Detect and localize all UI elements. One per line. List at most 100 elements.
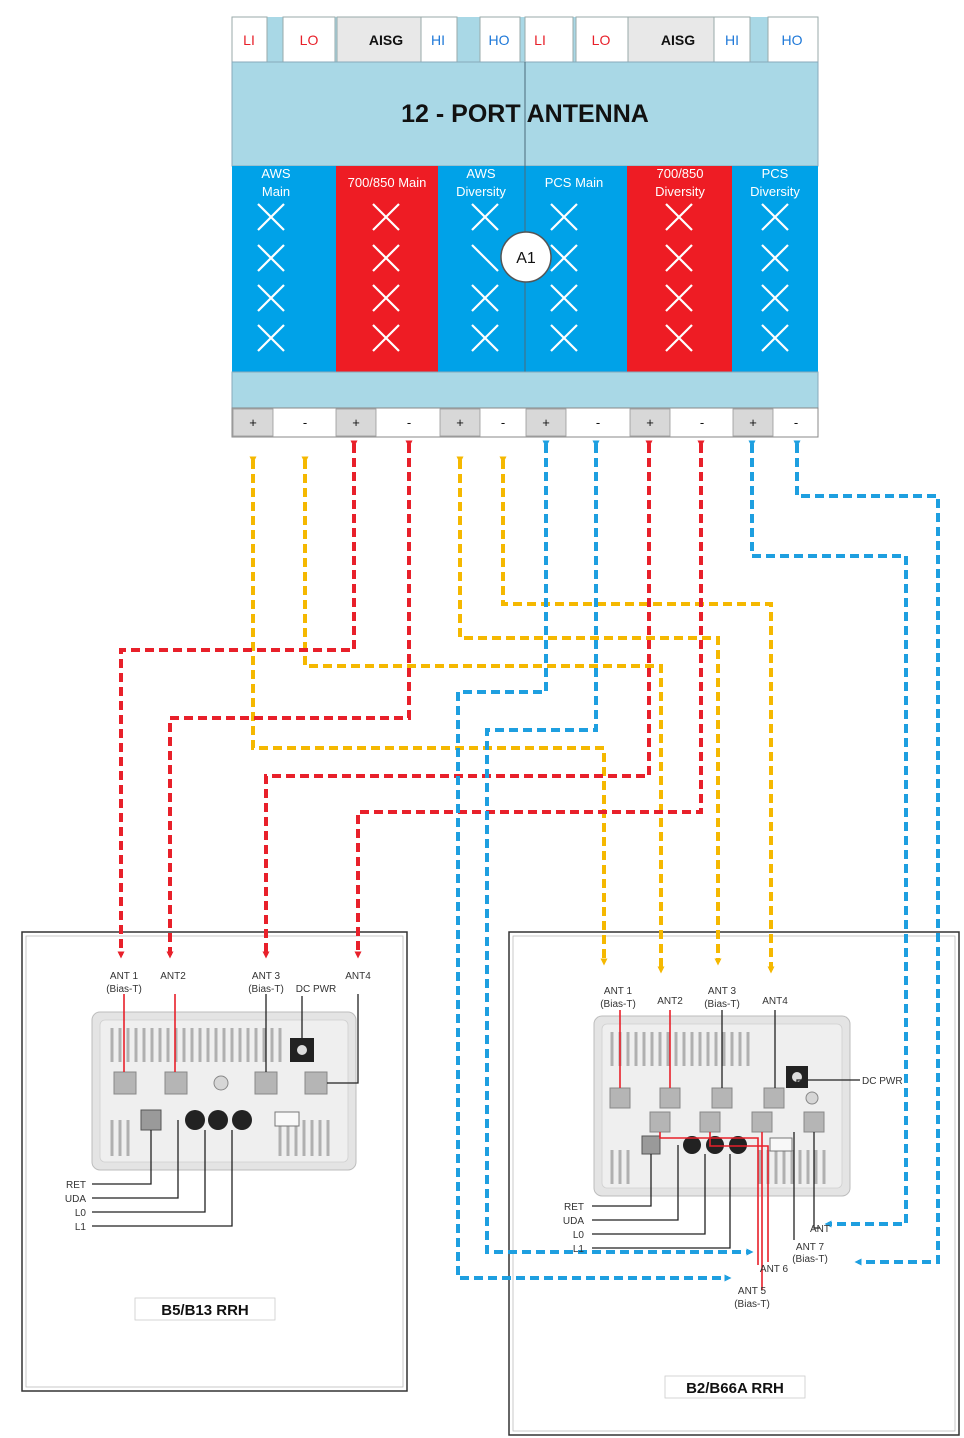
ant2-port[interactable]: [164, 1071, 188, 1095]
l1-label: L1: [75, 1222, 87, 1233]
terminal-label: +: [249, 415, 257, 430]
port-label: AISG: [661, 32, 695, 48]
l0-label: L0: [75, 1208, 87, 1219]
band-label: 700/850: [657, 166, 704, 181]
band-label: Diversity: [456, 184, 506, 199]
terminal-label: -: [794, 415, 798, 430]
ant4-port[interactable]: [304, 1071, 328, 1095]
band-700-850-main: [336, 166, 438, 372]
terminal-box: [525, 408, 567, 437]
port-label: HI: [725, 32, 739, 48]
ret-port[interactable]: [140, 1109, 162, 1131]
port-label: LI: [243, 32, 255, 48]
port-label: LO: [300, 32, 319, 48]
port-box: [767, 16, 819, 63]
port-box: [336, 16, 422, 63]
ant6-label: ANT 6: [760, 1264, 789, 1275]
ground-lug: [805, 1091, 819, 1105]
ant8-label: ANT: [810, 1224, 830, 1235]
ant7-port[interactable]: [751, 1111, 773, 1133]
ant4-label: ANT4: [762, 996, 788, 1007]
hub-label: A1: [516, 250, 536, 267]
jumper-dark: [592, 1010, 860, 1249]
ant3-label: ANT 3: [708, 986, 737, 997]
ret-port[interactable]: [641, 1135, 661, 1155]
ant3-label: ANT 3: [252, 971, 281, 982]
terminal-label: +: [542, 415, 550, 430]
cable-blue: [748, 440, 908, 1228]
ant2-label: ANT2: [657, 996, 683, 1007]
terminal-label: +: [646, 415, 654, 430]
ant4-port[interactable]: [763, 1087, 785, 1109]
rrh-right-title: B2/B66A RRH: [686, 1380, 784, 1397]
ant6-port[interactable]: [699, 1111, 721, 1133]
l0-label: L0: [573, 1230, 585, 1241]
rrh-right-unit: ANT 1 (Bias-T) ANT2 ANT 3 (Bias-T) ANT4: [563, 986, 903, 1399]
ant5-port[interactable]: [649, 1111, 671, 1133]
cable-red: [166, 440, 413, 959]
rrh-left-title-box: [134, 1297, 276, 1321]
jumper-red: [123, 994, 176, 1072]
terminal-label: -: [700, 415, 704, 430]
cable-routes: [117, 440, 940, 1282]
terminal-label: -: [596, 415, 600, 430]
port-label: AISG: [369, 32, 403, 48]
dipole-x-marks: [257, 203, 789, 352]
fiber-port[interactable]: [729, 1136, 747, 1154]
ant1-port[interactable]: [609, 1087, 631, 1109]
port-box: [282, 16, 336, 63]
port-label: HI: [431, 32, 445, 48]
band-label: PCS: [762, 166, 789, 181]
antenna-panel: LI LO AISG HI HO LI LO AISG HI HO 12 - P…: [231, 16, 819, 438]
rrh-left-unit: ANT 1 (Bias-T) ANT2 ANT 3 (Bias-T) DC PW…: [65, 971, 371, 1321]
terminal-label: -: [501, 415, 505, 430]
band-label: Diversity: [655, 184, 705, 199]
dc-pwr-pin: [297, 1045, 307, 1055]
ant2-label: ANT2: [160, 971, 186, 982]
ret-label: RET: [66, 1180, 86, 1191]
band-label: AWS: [466, 166, 495, 181]
cable-blue: [485, 440, 754, 1256]
port-box: [231, 16, 268, 63]
ant8-port[interactable]: [803, 1111, 825, 1133]
ret-label: RET: [564, 1202, 584, 1213]
terminal-box: [232, 408, 274, 437]
ant2-port[interactable]: [659, 1087, 681, 1109]
ant5-label: ANT 5: [738, 1286, 767, 1297]
terminal-box: [732, 408, 774, 437]
fiber-port[interactable]: [683, 1136, 701, 1154]
band-label: Main: [262, 184, 290, 199]
fiber-port[interactable]: [208, 1110, 228, 1130]
band-label: AWS: [261, 166, 290, 181]
terminal-box: [439, 408, 481, 437]
uda-label: UDA: [65, 1194, 86, 1205]
ant3-port[interactable]: [254, 1071, 278, 1095]
cable-yellow: [456, 456, 722, 966]
ant5-sub-label: (Bias-T): [734, 1299, 770, 1310]
band-label: Diversity: [750, 184, 800, 199]
terminal-row: [231, 407, 819, 438]
terminal-label: -: [303, 415, 307, 430]
fiber-port[interactable]: [232, 1110, 252, 1130]
ant1-port[interactable]: [113, 1071, 137, 1095]
port-label: HO: [489, 32, 510, 48]
terminal-box: [335, 408, 377, 437]
fiber-port[interactable]: [185, 1110, 205, 1130]
lower-band: [231, 371, 819, 409]
terminal-label: +: [749, 415, 757, 430]
rrh-left-title: B5/B13 RRH: [161, 1302, 249, 1319]
port-label: HO: [782, 32, 803, 48]
ant3-port[interactable]: [711, 1087, 733, 1109]
dc-pwr-label: DC PWR: [296, 984, 337, 995]
cooling-fins: [610, 1032, 826, 1184]
ground-lug: [213, 1075, 229, 1091]
ant1-sub-label: (Bias-T): [600, 999, 636, 1010]
jumper-dark: [92, 994, 359, 1227]
port-label: LI: [534, 32, 546, 48]
band-label: 700/850 Main: [348, 175, 427, 190]
cable-blue: [456, 440, 732, 1282]
ant1-label: ANT 1: [110, 971, 139, 982]
port-box: [627, 16, 727, 63]
port-box: [524, 16, 574, 63]
